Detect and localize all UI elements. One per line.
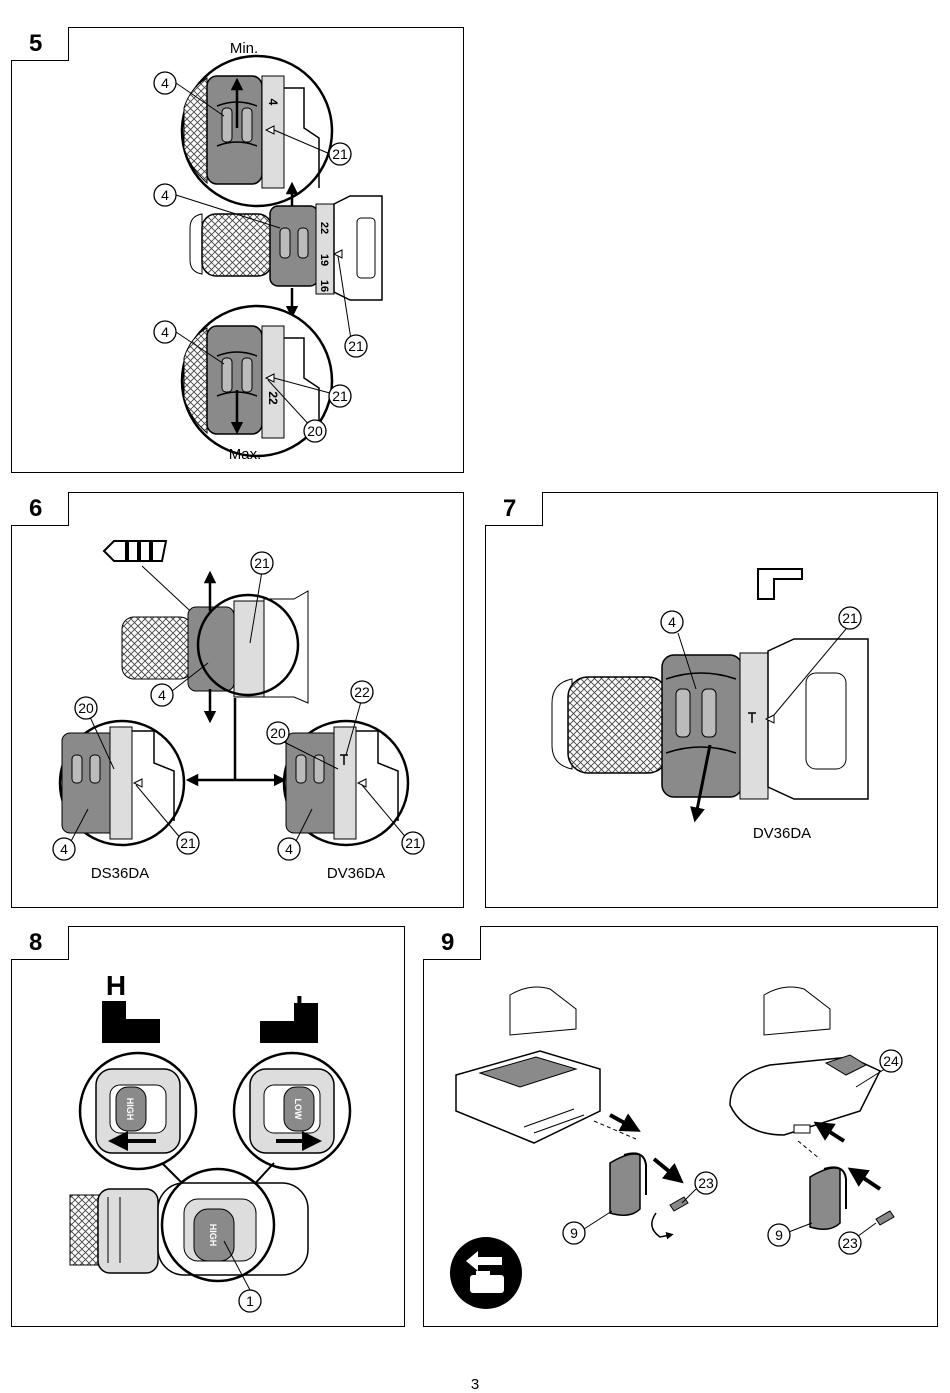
high-letter: H [106, 970, 126, 1001]
figure-8-number: 8 [11, 926, 69, 960]
callout-23: 23 [842, 1235, 858, 1251]
callout-4: 4 [158, 687, 166, 703]
figure-5-number: 5 [11, 27, 69, 61]
model-label-left: DS36DA [91, 865, 149, 882]
callout-20: 20 [270, 725, 286, 741]
callout-20: 20 [307, 423, 323, 439]
zoom-circle-max: 22 [180, 304, 334, 458]
figure-5-illustration: Min. 4 22 19 16 [153, 40, 383, 463]
callout-21: 21 [348, 338, 364, 354]
model-label: DV36DA [753, 825, 811, 842]
zoom-circle-high: HIGH [78, 1051, 198, 1171]
drill-top-view: HIGH [69, 1182, 309, 1276]
drill-side-view [551, 638, 869, 823]
high-gear-icon [102, 1001, 160, 1043]
callout-21: 21 [405, 835, 421, 851]
figure-7-illustration: 4 21 DV36DA [551, 568, 869, 842]
figure-8-panel: 8 H L HIGH LOW [11, 926, 405, 1327]
switch-label-high: HIGH [125, 1098, 135, 1121]
figure-6-illustration: 21 4 20 4 21 22 20 4 21 DS36DA DV36DA [52, 540, 425, 882]
belt-hook-left [609, 1152, 647, 1216]
figure-6-number: 6 [11, 492, 69, 526]
callout-24: 24 [883, 1053, 899, 1069]
scale-digit-top: 4 [266, 99, 280, 106]
zoom-circle-low: LOW [232, 1051, 352, 1171]
figure-9-panel: 9 [423, 926, 938, 1327]
switch-label-drill: HIGH [208, 1224, 218, 1247]
switch-label-low: LOW [293, 1099, 303, 1120]
figure-9-illustration: 9 23 9 23 24 [450, 986, 903, 1309]
figure-8-illustration: H L HIGH LOW [69, 970, 352, 1313]
zoom-circle-dv36da [282, 719, 410, 847]
callout-4: 4 [668, 614, 676, 630]
scale-mid-2: 19 [318, 254, 330, 266]
callout-21: 21 [332, 146, 348, 162]
callout-1: 1 [246, 1293, 254, 1309]
figure-6-panel: 6 [11, 492, 464, 908]
zoom-circle-ds36da [58, 719, 186, 847]
tool-base-right [729, 986, 882, 1160]
figure-7-number: 7 [485, 492, 543, 526]
drill-side-view: 22 19 16 [189, 181, 383, 319]
tool-base-left [455, 986, 641, 1144]
figure-5-panel: 5 Min. 4 22 19 16 [11, 27, 464, 473]
low-gear-icon [260, 1003, 318, 1043]
callout-23: 23 [698, 1175, 714, 1191]
drill-mode-icon [102, 540, 168, 562]
callout-4: 4 [161, 75, 169, 91]
page-number: 3 [470, 1376, 480, 1393]
screw-23-left [669, 1196, 689, 1212]
callout-9: 9 [775, 1227, 783, 1243]
callout-21: 21 [842, 610, 858, 626]
belt-hook-right [809, 1166, 847, 1230]
callout-4: 4 [161, 324, 169, 340]
callout-4: 4 [285, 841, 293, 857]
hammer-mode-icon [757, 568, 803, 600]
scale-mid-3: 16 [318, 280, 330, 292]
label-max: Max. [229, 446, 262, 463]
callout-21: 21 [180, 835, 196, 851]
callout-21: 21 [254, 555, 270, 571]
callout-set [153, 71, 368, 443]
callout-21: 21 [332, 388, 348, 404]
callout-4: 4 [161, 187, 169, 203]
callout-9: 9 [570, 1225, 578, 1241]
zoom-circle-min: 4 [180, 54, 334, 208]
label-min: Min. [230, 40, 258, 57]
screw-23-right [875, 1210, 895, 1226]
remove-battery-icon [450, 1237, 522, 1309]
callout-20: 20 [78, 700, 94, 716]
scale-mid-1: 22 [318, 222, 330, 234]
callout-22: 22 [354, 684, 370, 700]
model-label-right: DV36DA [327, 865, 385, 882]
callout-4: 4 [60, 841, 68, 857]
scale-digit-bottom: 22 [266, 391, 280, 405]
figure-7-panel: 7 4 21 DV36DA [485, 492, 938, 908]
figure-9-number: 9 [423, 926, 481, 960]
